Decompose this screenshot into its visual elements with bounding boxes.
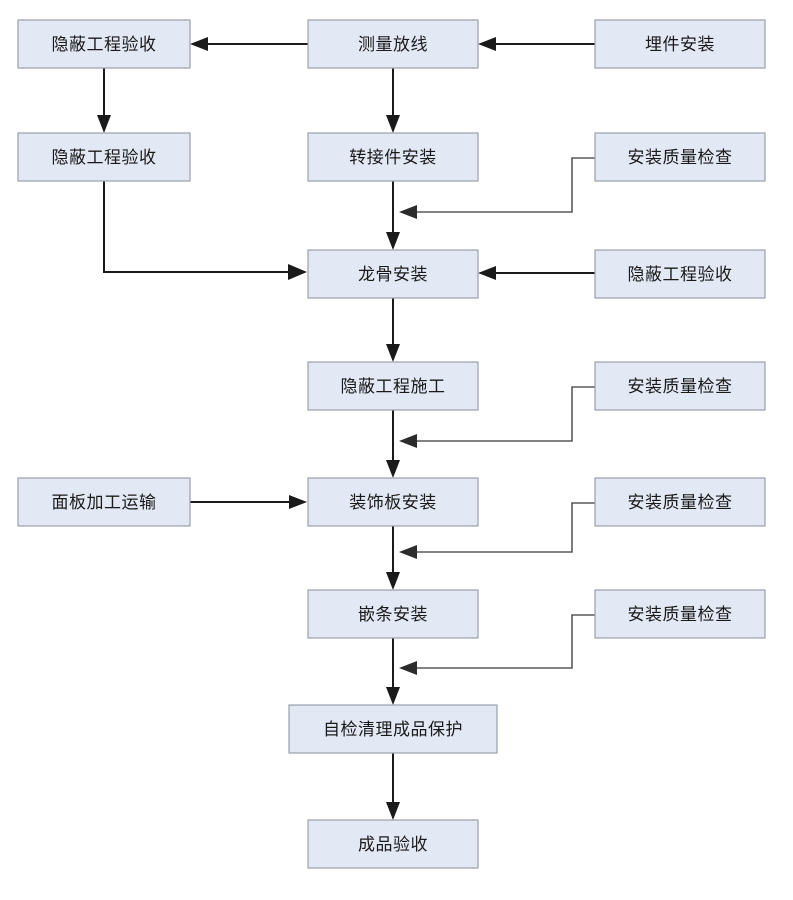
node-label: 隐蔽工程验收 bbox=[52, 148, 157, 168]
node-label: 测量放线 bbox=[358, 35, 428, 55]
node-anzhuang-zhiliang-jiancha-1[interactable]: 安装质量检查 bbox=[594, 132, 766, 182]
node-yinbi-gongcheng-yanshou-1[interactable]: 隐蔽工程验收 bbox=[17, 19, 191, 69]
edge-zhuanjiejian-to-longgu bbox=[386, 181, 400, 250]
node-label: 隐蔽工程验收 bbox=[628, 265, 733, 285]
node-label: 安装质量检查 bbox=[628, 493, 733, 513]
edge-jiancha3-to-flow bbox=[399, 502, 595, 559]
node-anzhuang-zhiliang-jiancha-2[interactable]: 安装质量检查 bbox=[594, 361, 766, 411]
edge-celiang-to-yanshou1 bbox=[190, 37, 308, 51]
edge-yanshou2-to-longgu bbox=[103, 181, 307, 280]
edge-maijian-to-celiang bbox=[478, 37, 595, 51]
edge-yanshou1-to-yanshou2 bbox=[97, 68, 111, 133]
node-label: 埋件安装 bbox=[645, 35, 715, 55]
edge-jiancha1-to-flow bbox=[399, 157, 595, 219]
node-longgu-anzhuang[interactable]: 龙骨安装 bbox=[307, 249, 479, 299]
node-label: 龙骨安装 bbox=[358, 265, 428, 285]
edge-mianban-to-zhuangshiban bbox=[190, 495, 307, 509]
node-mianban-jiagong-yunshu[interactable]: 面板加工运输 bbox=[17, 477, 191, 527]
node-zijian-qingli-chengpin-baohu[interactable]: 自检清理成品保护 bbox=[288, 704, 498, 754]
node-yinbi-gongcheng-shigong[interactable]: 隐蔽工程施工 bbox=[307, 361, 479, 411]
edge-yinbishigong-to-zhuangshiban bbox=[386, 410, 400, 478]
node-label: 装饰板安装 bbox=[349, 493, 437, 513]
node-yinbi-gongcheng-yanshou-2[interactable]: 隐蔽工程验收 bbox=[17, 132, 191, 182]
node-label: 面板加工运输 bbox=[52, 493, 157, 513]
node-label: 安装质量检查 bbox=[628, 377, 733, 397]
edge-jiancha4-to-flow bbox=[399, 614, 595, 675]
node-maijian-anzhuang[interactable]: 埋件安装 bbox=[594, 19, 766, 69]
edge-longgu-to-yinbishigong bbox=[386, 298, 400, 362]
edge-yanshou3-to-longgu bbox=[478, 266, 595, 280]
edge-jiancha2-to-flow bbox=[399, 386, 595, 448]
node-label: 隐蔽工程施工 bbox=[341, 377, 446, 397]
node-celiang-fangxian[interactable]: 测量放线 bbox=[307, 19, 479, 69]
node-label: 安装质量检查 bbox=[628, 148, 733, 168]
node-yinbi-gongcheng-yanshou-3[interactable]: 隐蔽工程验收 bbox=[594, 249, 766, 299]
edge-zhuangshiban-to-qiantiao bbox=[386, 526, 400, 590]
edge-celiang-to-zhuanjiejian bbox=[386, 68, 400, 133]
node-zhuanjiejian-anzhuang[interactable]: 转接件安装 bbox=[307, 132, 479, 182]
node-label: 隐蔽工程验收 bbox=[52, 35, 157, 55]
node-label: 转接件安装 bbox=[349, 148, 437, 168]
node-label: 自检清理成品保护 bbox=[323, 720, 463, 740]
node-label: 安装质量检查 bbox=[628, 605, 733, 625]
node-label: 成品验收 bbox=[358, 835, 428, 855]
node-label: 嵌条安装 bbox=[358, 605, 428, 625]
node-chengpin-yanshou[interactable]: 成品验收 bbox=[307, 819, 479, 869]
node-anzhuang-zhiliang-jiancha-4[interactable]: 安装质量检查 bbox=[594, 589, 766, 639]
node-qiantiao-anzhuang[interactable]: 嵌条安装 bbox=[307, 589, 479, 639]
edge-zijian-to-chengpin bbox=[386, 753, 400, 820]
node-zhuangshiban-anzhuang[interactable]: 装饰板安装 bbox=[307, 477, 479, 527]
edge-qiantiao-to-zijian bbox=[386, 638, 400, 705]
node-anzhuang-zhiliang-jiancha-3[interactable]: 安装质量检查 bbox=[594, 477, 766, 527]
